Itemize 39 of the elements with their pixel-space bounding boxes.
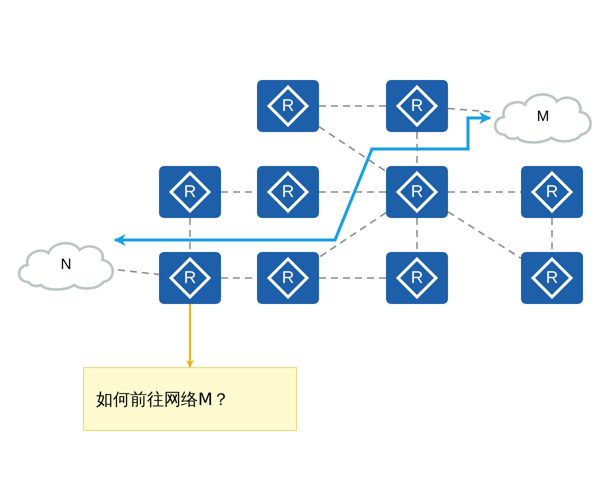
link-line	[416, 132, 418, 166]
link-line	[118, 269, 160, 276]
router-box	[386, 166, 448, 218]
router-label: R	[282, 268, 294, 288]
link-line	[448, 191, 521, 193]
router-label: R	[546, 182, 558, 202]
router-box	[386, 252, 448, 304]
link-line	[319, 277, 386, 279]
router-box	[521, 252, 583, 304]
arrow	[114, 112, 492, 246]
router-box	[257, 166, 319, 218]
question-box	[83, 367, 297, 431]
router-label: R	[184, 268, 196, 288]
router-label: R	[282, 96, 294, 116]
router-label: R	[282, 182, 294, 202]
link-line	[448, 108, 490, 113]
link-line	[318, 126, 386, 172]
network-label: N	[60, 256, 72, 272]
router-box	[159, 252, 221, 304]
network-label: M	[536, 108, 550, 124]
link-line	[319, 105, 386, 107]
router-box	[257, 252, 319, 304]
router-box	[386, 80, 448, 132]
arrow	[186, 304, 194, 368]
router-label: R	[546, 268, 558, 288]
link-line	[319, 191, 386, 193]
router-box	[257, 80, 319, 132]
link-line	[189, 218, 191, 252]
link-line	[551, 218, 553, 252]
link-line	[318, 212, 386, 258]
link-line	[416, 218, 418, 252]
router-label: R	[410, 268, 424, 288]
router-label: R	[410, 182, 424, 202]
router-box	[521, 166, 583, 218]
link-line	[448, 211, 522, 259]
router-label: R	[184, 182, 196, 202]
question-text: 如何前往网络M？	[96, 388, 230, 410]
router-box	[159, 166, 221, 218]
router-label: R	[410, 96, 424, 116]
